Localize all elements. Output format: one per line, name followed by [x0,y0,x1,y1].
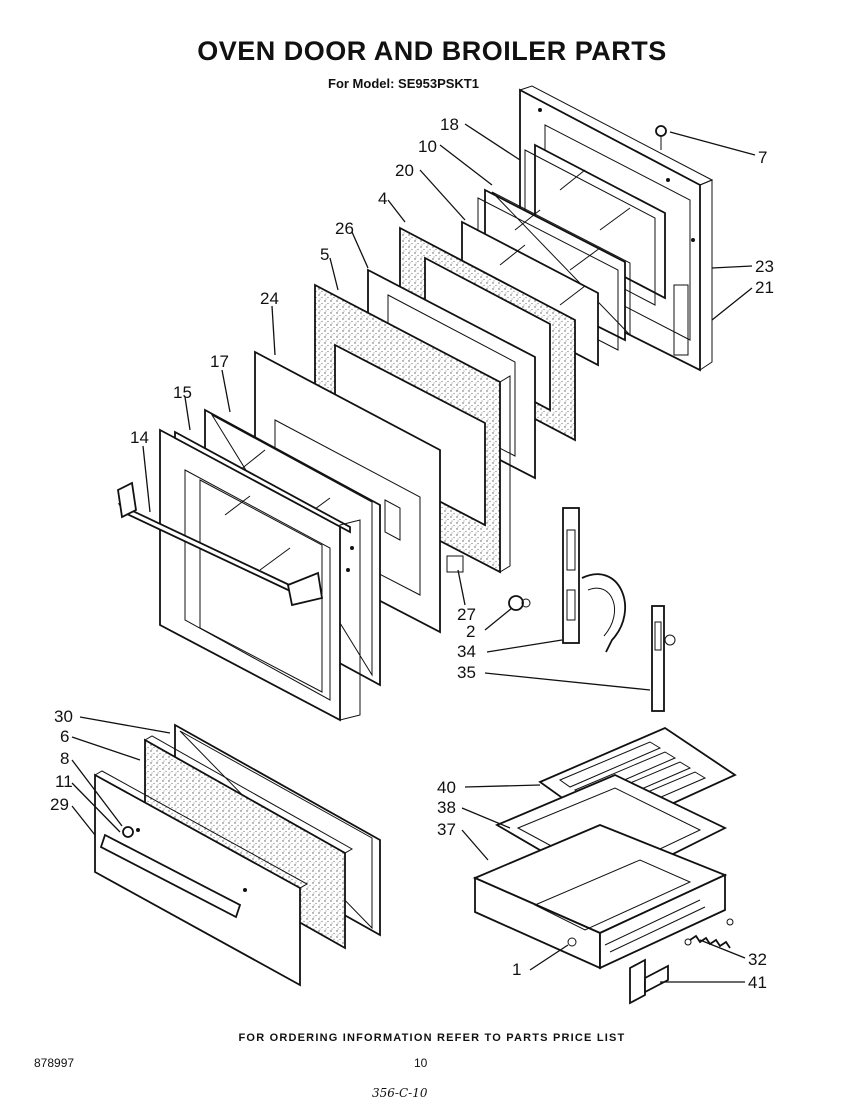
door-hinge-assembly [508,507,627,653]
model-line: For Model: SE953PSKT1 [328,76,479,91]
callout-17: 17 [210,352,229,371]
ordering-note: FOR ORDERING INFORMATION REFER TO PARTS … [238,1032,626,1044]
callout-14: 14 [130,428,149,447]
callout-11: 11 [55,772,73,791]
callout-38: 38 [437,798,456,817]
callout-40: 40 [437,778,456,797]
door-screw [655,125,667,150]
callout-30: 30 [54,707,73,726]
handwritten-note: 356-C-10 [372,1086,428,1100]
callout-34: 34 [457,642,476,661]
page-number: 10 [414,1056,428,1070]
callout-24: 24 [260,289,279,308]
callout-41: 41 [748,973,767,992]
callout-27: 27 [457,605,476,624]
callout-21: 21 [755,278,774,297]
callout-5: 5 [320,245,329,264]
callout-2: 2 [466,622,475,641]
callout-10: 10 [418,137,437,156]
callout-18: 18 [440,115,459,134]
broiler-drawer-body [472,824,728,970]
hinge-receiver [651,605,676,712]
callout-23: 23 [755,257,774,276]
callout-37: 37 [437,820,456,839]
rear-glass-panel [524,143,666,306]
callout-4: 4 [378,189,387,208]
callout-20: 20 [395,161,414,180]
callout-6: 6 [60,727,69,746]
page-title: OVEN DOOR AND BROILER PARTS [197,36,667,66]
broiler-drawer-front [93,770,309,987]
door-handle [117,481,324,607]
callout-26: 26 [335,219,354,238]
document-number: 878997 [34,1056,75,1070]
callout-labels: 7 18 10 20 4 26 5 24 17 15 14 23 21 27 2… [50,115,774,992]
callout-1: 1 [512,960,521,979]
callout-35: 35 [457,663,476,682]
callout-leaders [71,123,756,983]
outer-door-frame [159,428,361,722]
callout-29: 29 [50,795,69,814]
drawer-bracket [629,958,669,1005]
callout-8: 8 [60,749,69,768]
callout-15: 15 [173,383,192,402]
callout-32: 32 [748,950,767,969]
callout-7: 7 [758,148,767,167]
